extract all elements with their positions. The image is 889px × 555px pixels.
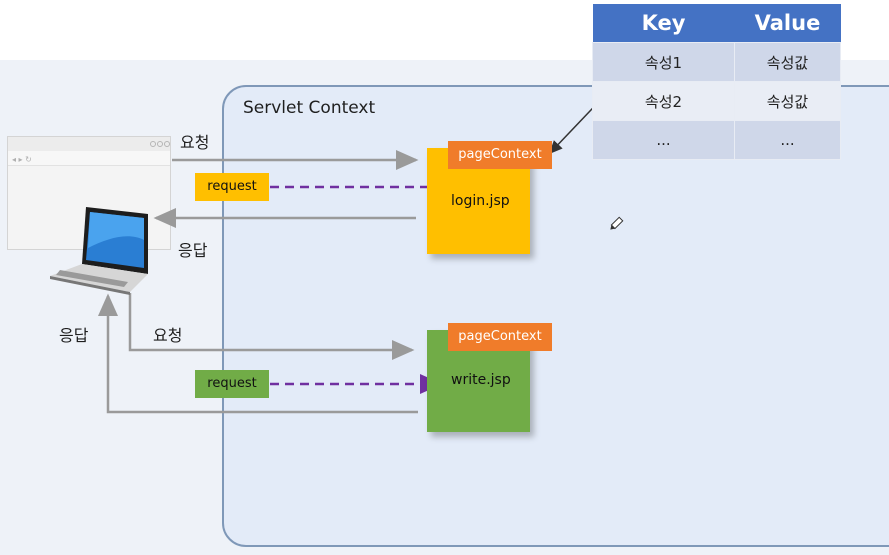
table-cell: ...: [592, 120, 735, 160]
browser-controls-icon: ◂ ▸ ↻: [12, 141, 170, 164]
table-row: 속성1 속성값: [592, 42, 841, 82]
page-context-tab-write: pageContext: [448, 323, 552, 351]
table-row: 속성2 속성값: [592, 81, 841, 121]
svg-text:◂ ▸ ↻: ◂ ▸ ↻: [12, 155, 32, 164]
attribute-table: Key Value 속성1 속성값 속성2 속성값 ... ...: [592, 4, 841, 160]
browser-address-bar: [8, 151, 170, 166]
table-cell: 속성2: [592, 81, 735, 121]
login-jsp-label: login.jsp: [451, 193, 510, 209]
response-arrow-bottom: [98, 293, 418, 414]
servlet-context-box: [222, 85, 889, 547]
request-arrow-bottom: [128, 293, 415, 360]
value-header: Value: [734, 4, 841, 43]
table-cell: ...: [734, 120, 841, 160]
request-tag-top: request: [195, 173, 269, 201]
table-cell: 속성1: [592, 42, 735, 82]
laptop-icon: [50, 207, 148, 295]
request-tag-bottom: request: [195, 370, 269, 398]
request-label-bottom: 요청: [153, 326, 183, 345]
request-label-top: 요청: [180, 133, 210, 152]
pencil-cursor-icon: [610, 216, 624, 230]
response-label-top: 응답: [178, 241, 208, 260]
browser-title-bar: [8, 137, 170, 151]
page-context-tab-login: pageContext: [448, 141, 552, 169]
table-row: ... ...: [592, 120, 841, 160]
write-jsp-label: write.jsp: [451, 372, 511, 388]
table-cell: 속성값: [734, 81, 841, 121]
response-label-bottom: 응답: [59, 326, 89, 345]
table-cell: 속성값: [734, 42, 841, 82]
key-header: Key: [592, 4, 735, 43]
servlet-context-title: Servlet Context: [243, 98, 376, 118]
table-header-row: Key Value: [592, 4, 841, 43]
